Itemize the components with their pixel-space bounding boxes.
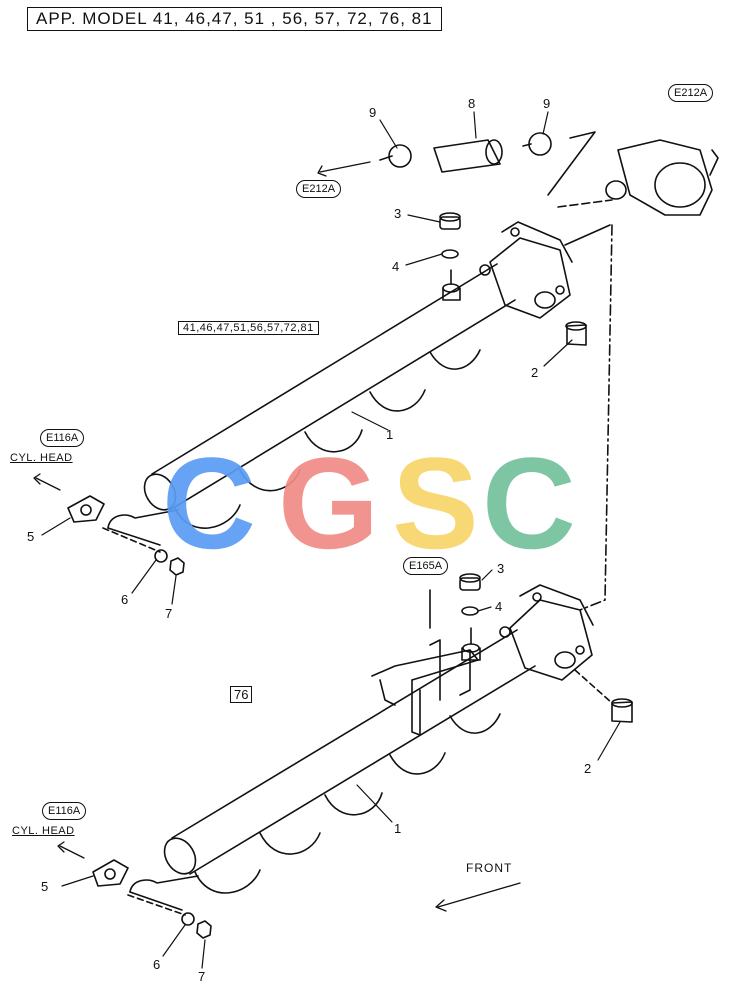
hose-clamp-left	[379, 144, 412, 168]
variant-76-label: 76	[230, 686, 253, 703]
thermostat-housing	[605, 139, 719, 216]
ref-e165a-bracket: E165A	[403, 557, 449, 575]
lower-plug-dash	[574, 669, 613, 704]
callout-9-right: 9	[543, 96, 551, 111]
app-model-label: APP. MODEL 41, 46,47, 51 , 56, 57, 72, 7…	[27, 7, 442, 31]
callout-2-upper: 2	[531, 365, 539, 380]
front-label: FRONT	[466, 861, 513, 875]
watermark-letter-c2: C	[482, 430, 576, 576]
pipe-to-housing-line	[564, 224, 611, 246]
callout-7-lower: 7	[198, 969, 206, 984]
dash-connector-top	[557, 199, 613, 208]
upper-gasket	[67, 495, 105, 523]
upper-manifold-pipe	[143, 263, 516, 529]
callout-3-lower: 3	[497, 561, 505, 576]
cyl-head-label-lower: CYL. HEAD	[12, 825, 75, 837]
hose-part-8	[433, 139, 503, 173]
lower-washer	[181, 912, 195, 926]
watermark-letter-g: G	[278, 430, 379, 576]
ref-e212a-top-left: E212A	[296, 180, 342, 198]
callout-4-lower: 4	[495, 599, 503, 614]
dash-dot-guide	[579, 224, 613, 611]
lower-outlet-housing	[499, 584, 594, 681]
upper-cap-plug	[439, 212, 461, 230]
upper-stud-line	[102, 527, 161, 553]
callout-5-lower: 5	[41, 879, 49, 894]
zigzag-connector	[547, 131, 596, 196]
callout-4-upper: 4	[392, 259, 400, 274]
callout-1-lower: 1	[394, 821, 402, 836]
callout-3-upper: 3	[394, 206, 402, 221]
lower-cap-plug	[459, 573, 481, 591]
variant-models-label: 41,46,47,51,56,57,72,81	[178, 321, 319, 335]
lower-port-stub	[461, 627, 481, 661]
lower-gasket	[92, 859, 129, 887]
lower-nut	[196, 920, 212, 939]
callout-5-upper: 5	[27, 529, 35, 544]
ref-e212a-top-right: E212A	[668, 84, 714, 102]
hose-clamp-right	[522, 132, 552, 156]
lower-stud-line	[127, 894, 186, 916]
callout-9-left: 9	[369, 105, 377, 120]
upper-washer-4	[441, 249, 459, 259]
lower-plug	[611, 698, 633, 723]
callout-1-upper: 1	[386, 427, 394, 442]
callout-6-lower: 6	[153, 957, 161, 972]
cgsc-watermark: C G S C	[162, 430, 576, 576]
callout-8: 8	[468, 96, 476, 111]
watermark-letter-s: S	[392, 430, 479, 576]
cyl-head-label-upper: CYL. HEAD	[10, 452, 73, 464]
lower-mounting-bracket	[371, 639, 479, 736]
leader-lines	[41, 111, 621, 969]
lower-washer-4	[461, 606, 479, 616]
upper-nut	[169, 557, 185, 576]
lower-manifold-pipe	[163, 629, 536, 894]
upper-elbow	[107, 509, 179, 546]
callout-7-upper: 7	[165, 606, 173, 621]
direction-arrows	[33, 161, 521, 912]
callout-6-upper: 6	[121, 592, 129, 607]
upper-washer	[154, 549, 168, 563]
upper-outlet-housing	[479, 221, 573, 319]
upper-plug	[565, 321, 587, 346]
ref-e116a-upper: E116A	[40, 429, 85, 447]
lower-elbow	[129, 875, 199, 911]
watermark-letter-c1: C	[162, 430, 256, 576]
upper-port-stub	[442, 269, 461, 301]
ref-e116a-lower: E116A	[42, 802, 87, 820]
callout-2-lower: 2	[584, 761, 592, 776]
